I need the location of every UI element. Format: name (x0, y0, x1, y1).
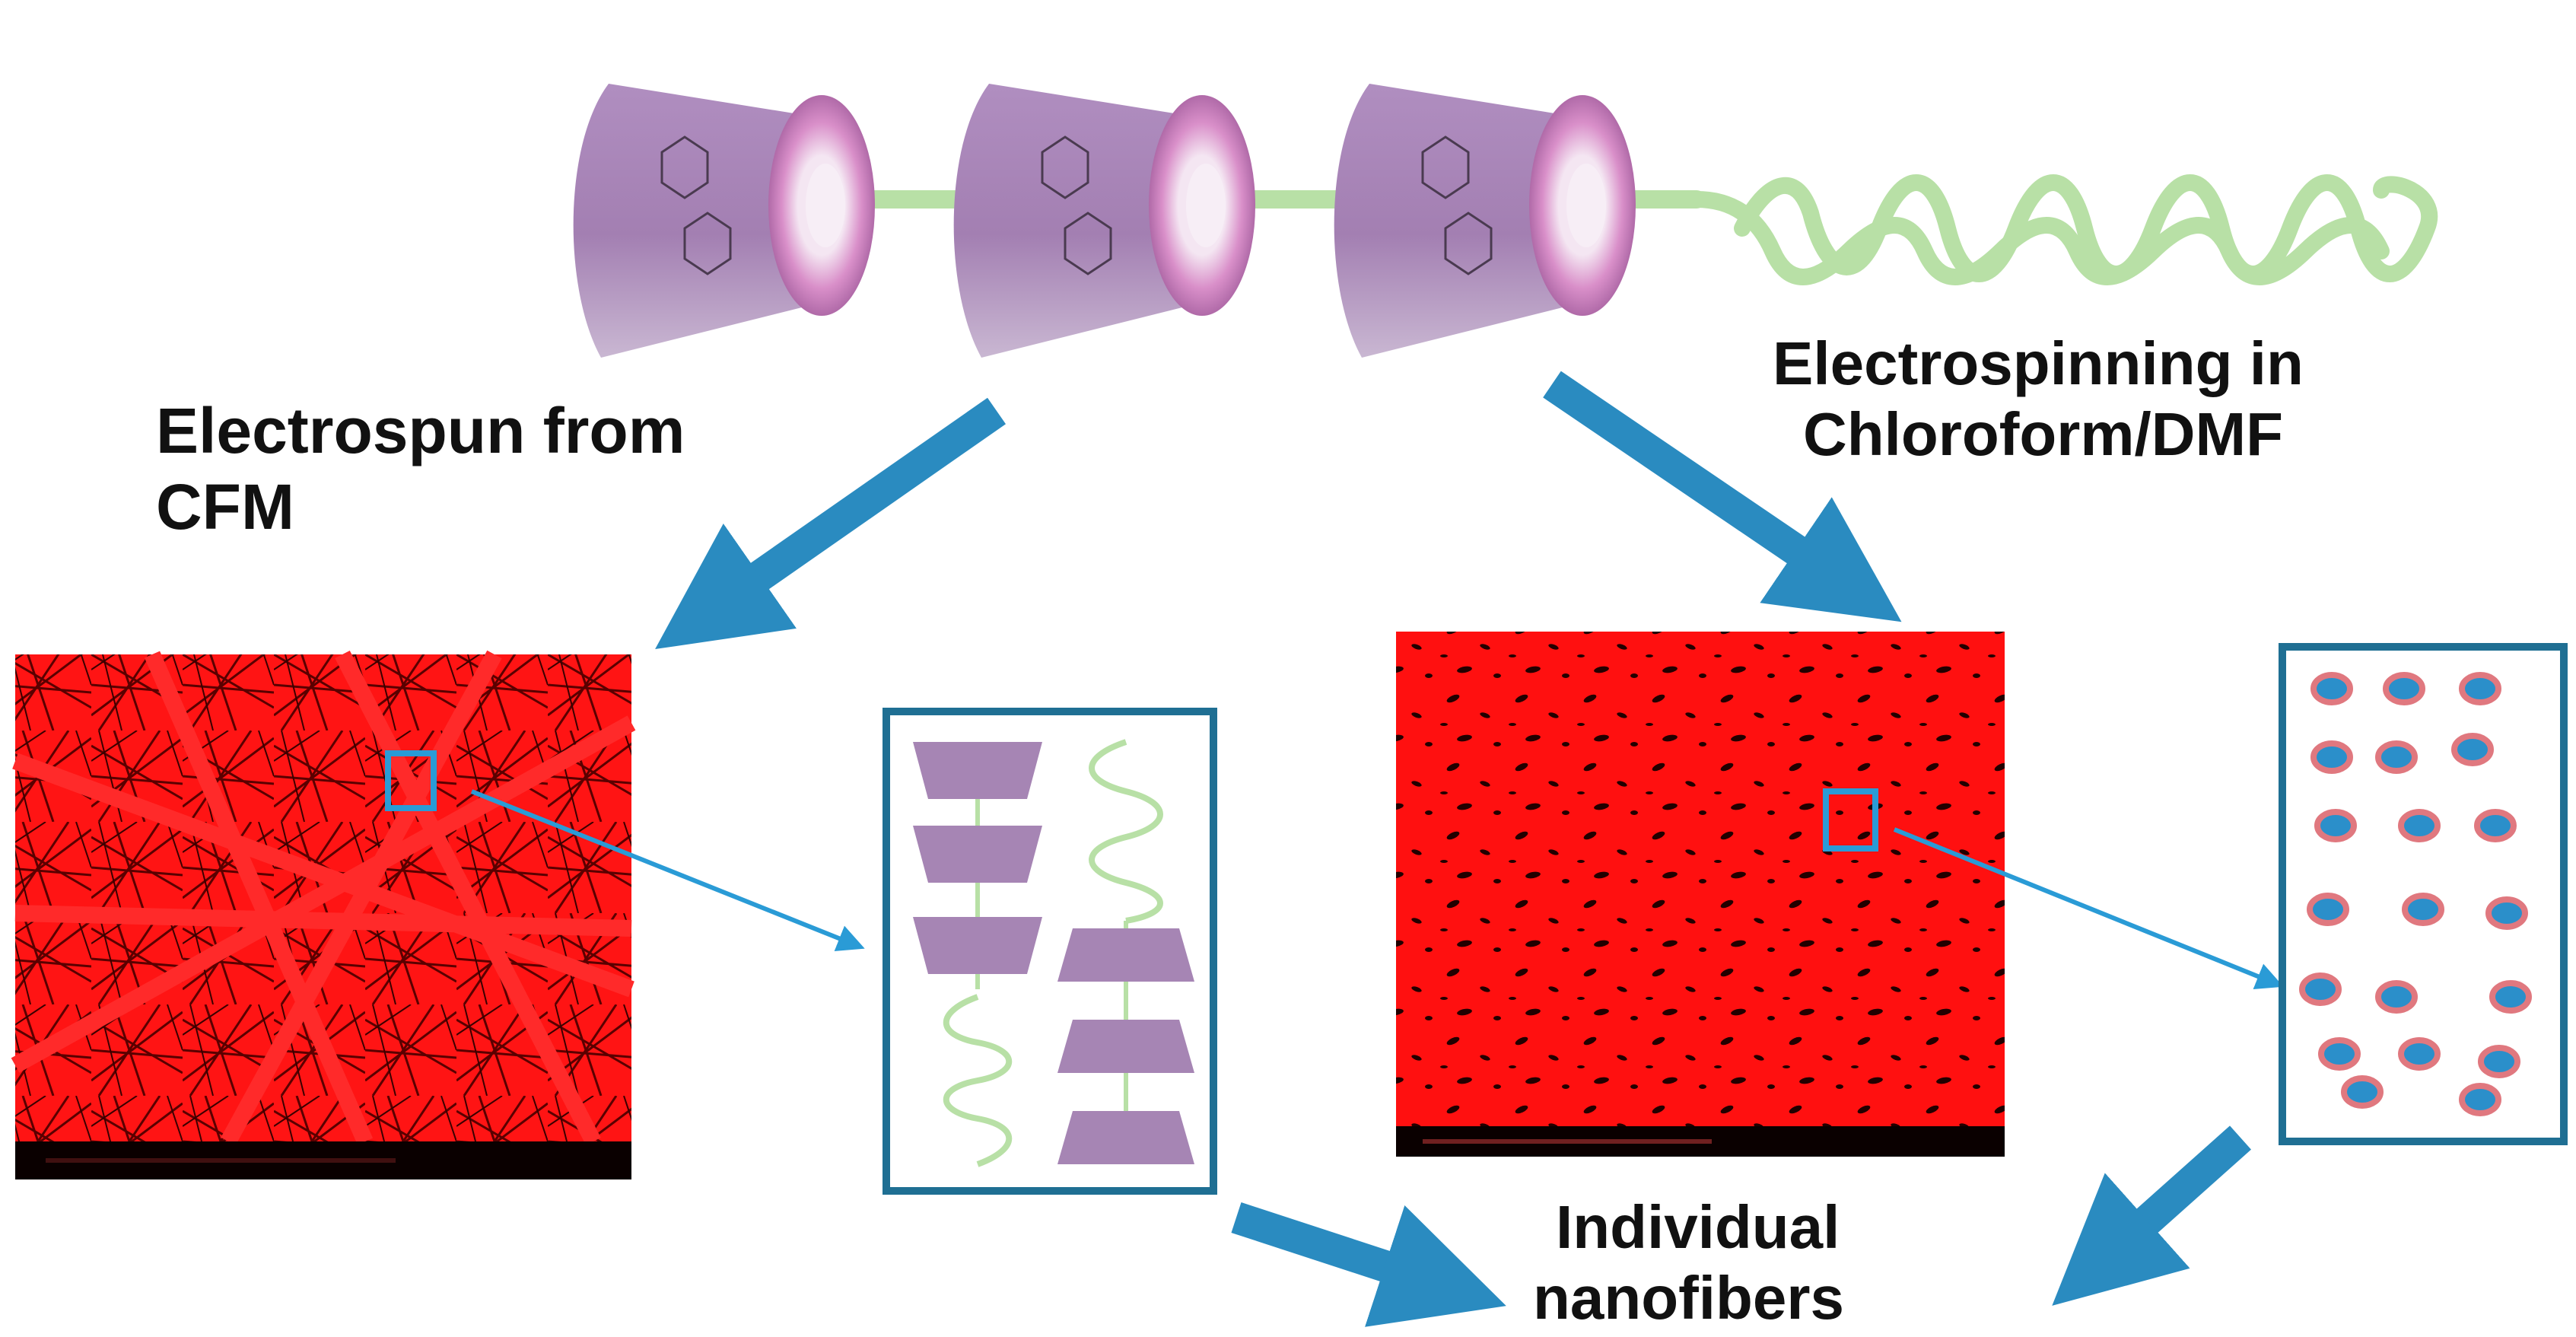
right-route-label-line2: Chloroform/DMF (1803, 400, 2283, 468)
result-label-line2: nanofibers (1533, 1264, 1844, 1332)
cyclodextrin-cone-1 (574, 84, 875, 358)
result-label-line1: Individual (1556, 1193, 1840, 1261)
arrow-right-inset-to-result (2100, 1138, 2240, 1263)
left-route-label-line2: CFM (156, 471, 294, 543)
arrow-to-cfm-mat (708, 411, 997, 613)
left-route-label-line1: Electrospun from (156, 395, 685, 466)
arrow-left-inset-to-result (1236, 1218, 1445, 1286)
sem-image-cfm (15, 654, 631, 1179)
cyclodextrin-cone-3 (1334, 84, 1636, 358)
inset-threaded-cones (886, 711, 1213, 1191)
inset-dispersed-complexes (2282, 647, 2564, 1141)
cyclodextrin-cone-2 (954, 84, 1255, 358)
right-route-label-line1: Electrospinning in (1773, 329, 2304, 397)
sem-image-dmf (1396, 632, 2005, 1157)
